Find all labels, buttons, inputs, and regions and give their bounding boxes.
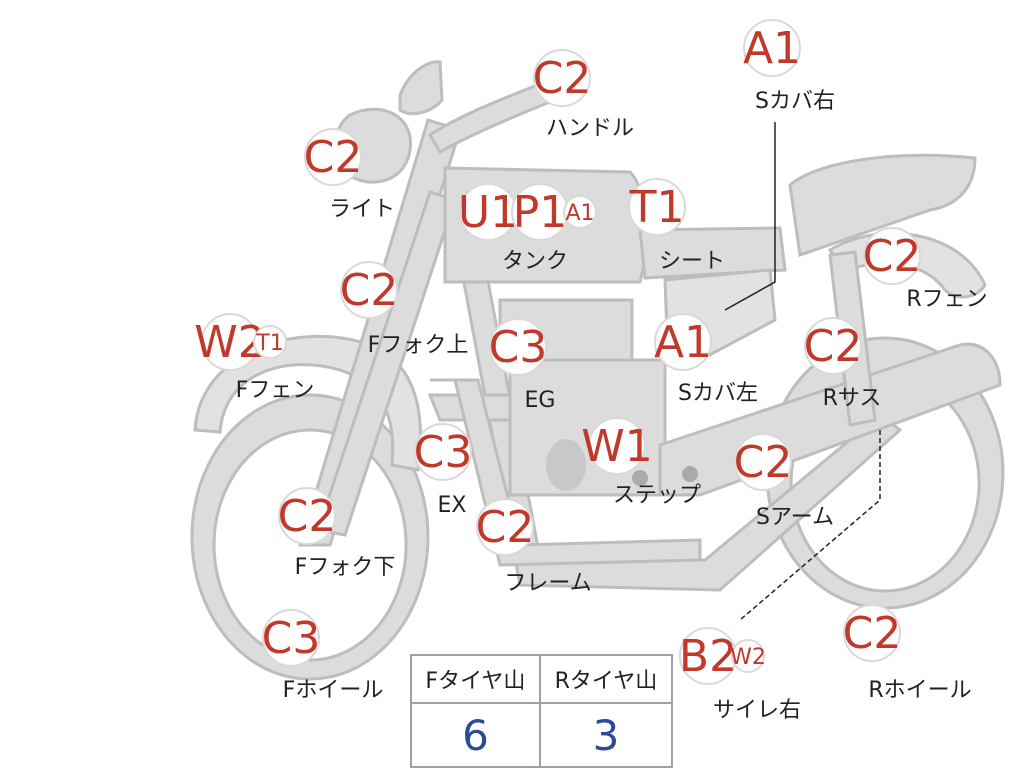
part-label: Rサス	[823, 386, 882, 411]
grade-badge	[304, 128, 362, 186]
leader-line-s-cover-right	[724, 122, 776, 311]
grade-badge	[563, 195, 597, 229]
front-tire-tread-header: Fタイヤ山	[410, 654, 541, 704]
rear-tire-tread-header: Rタイヤ山	[538, 654, 674, 704]
grade-code: C2	[278, 491, 337, 542]
part-label: Rフェン	[906, 287, 987, 312]
grade-badge	[278, 487, 336, 545]
grade-code: C2	[734, 437, 793, 488]
footpeg-2	[682, 466, 698, 482]
grade-code: C2	[804, 321, 863, 372]
part-label: サイレ右	[713, 698, 801, 723]
grade-code: C2	[863, 231, 922, 282]
part-label: Fフォク上	[368, 333, 469, 358]
part-annotation-c2-light: C2 ライト	[304, 128, 395, 222]
mirror	[398, 60, 444, 116]
grade-code: C2	[533, 53, 592, 104]
grade-badge	[253, 325, 287, 359]
leader-lines	[724, 122, 881, 621]
grade-badge	[743, 19, 801, 77]
grade-badge	[489, 318, 547, 376]
part-label: Sカバ左	[678, 381, 758, 406]
part-label: ライト	[329, 197, 395, 222]
front-tire-tread-value: 6	[410, 702, 541, 768]
grade-badge	[863, 227, 921, 285]
part-label: EG	[525, 388, 556, 413]
part-label: Sアーム	[756, 505, 834, 530]
grade-code: C3	[414, 427, 473, 478]
grade-code: C2	[843, 608, 902, 659]
grade-badge	[654, 313, 712, 371]
footpeg	[632, 470, 648, 486]
leader-line-silencer	[739, 430, 881, 621]
grade-code: W1	[581, 421, 653, 472]
part-label: Rホイール	[868, 678, 971, 703]
tire-tread-table: Fタイヤ山 Rタイヤ山 6 3	[410, 654, 674, 768]
part-annotation-w1-step: W1 ステップ	[581, 417, 701, 508]
part-label: ステップ	[613, 483, 701, 508]
grade-badge	[262, 609, 320, 667]
part-annotation-c2-frame: C2 フレーム	[476, 498, 592, 596]
grade-badge	[588, 417, 646, 475]
grade-code: U1	[458, 187, 518, 238]
grade-badge	[731, 639, 765, 673]
grade-badge	[340, 261, 398, 319]
tail	[788, 153, 977, 258]
grade-code: C2	[340, 265, 399, 316]
grade-code: C3	[262, 613, 321, 664]
grade-code: A1	[654, 317, 712, 368]
grade-code: C2	[476, 502, 535, 553]
grade-code: W2	[730, 645, 766, 670]
part-annotation-c2-handle: C2 ハンドル	[533, 49, 634, 141]
part-label: フレーム	[504, 571, 591, 596]
grade-code: A1	[565, 201, 594, 226]
grade-badge	[843, 604, 901, 662]
part-label: ハンドル	[546, 116, 634, 141]
grade-code: A1	[743, 23, 801, 74]
part-annotation-t1-seat: T1 シート	[628, 178, 725, 274]
part-label: Fフォク下	[295, 555, 396, 580]
part-label: Fホイール	[283, 678, 384, 703]
engine-case	[546, 439, 586, 491]
part-label: EX	[438, 493, 467, 518]
grade-badge	[804, 317, 862, 375]
part-label: シート	[659, 249, 725, 274]
grade-code: C2	[304, 132, 363, 183]
grade-badge	[628, 178, 686, 236]
grade-badge	[476, 498, 534, 556]
grade-code: P1	[513, 187, 568, 238]
grade-code: C3	[489, 322, 548, 373]
grade-badge	[533, 49, 591, 107]
grade-code: T1	[255, 331, 283, 356]
grade-code: T1	[629, 182, 685, 233]
part-label: タンク	[502, 249, 568, 274]
rear-tire-tread-value: 3	[538, 702, 674, 768]
grade-code: B2	[679, 631, 737, 682]
grade-badge	[414, 423, 472, 481]
seat	[638, 226, 787, 280]
grade-badge	[734, 433, 792, 491]
part-label: Fフェン	[236, 378, 315, 403]
part-label: Sカバ右	[755, 89, 835, 114]
